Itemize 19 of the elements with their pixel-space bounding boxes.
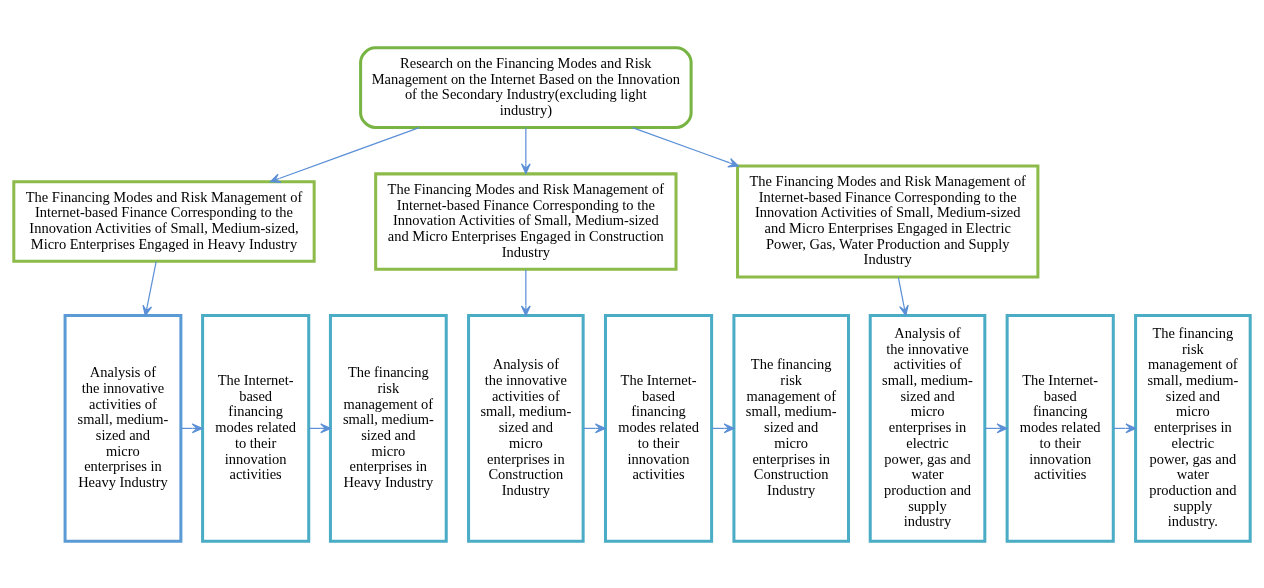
arrow — [142, 260, 157, 316]
node-box: Research on the Financing Modes and Risk Management on the Internet Based on the Innovation of the Secondary Industry(excluding light industry) — [359, 45, 693, 129]
node-box: Analysis of the innovative activities of small, medium-sized and micro enterprises in Construction Industry — [467, 313, 585, 543]
arrow — [897, 276, 909, 316]
arrow — [520, 126, 531, 174]
arrow — [631, 126, 739, 167]
node-box: The Financing Modes and Risk Management of Internet-based Finance Corresponding to the Innovation Activities of Small, Medium-sized and Micro Enterprises Engaged in Electric Power, Gas, Water Production and Supply Industry — [736, 164, 1040, 278]
arrow — [269, 126, 420, 183]
node-box: The Financing Modes and Risk Management of Internet-based Finance Corresponding to the Innovation Activities of Small, Medium-sized, Micro Enterprises Engaged in Heavy Industry — [12, 179, 316, 263]
node-box: Analysis of the innovative activities of small, medium-sized and micro enterprises in electric power, gas and water production and supply industry — [868, 313, 987, 543]
node-box: Analysis of the innovative activities of small, medium-sized and micro enterprises in Heavy Industry — [63, 313, 183, 543]
node-box: The Internet-based financing modes related to their innovation activities — [1005, 313, 1115, 543]
node-box: The Financing Modes and Risk Management of Internet-based Finance Corresponding to the Innovation Activities of Small, Medium-sized and Micro Enterprises Engaged in Construction Industry — [374, 171, 678, 271]
arrow — [520, 268, 531, 316]
node-box: The financing risk management of small, medium-sized and micro enterprises in Construction Industry — [732, 313, 851, 543]
node-box: The financing risk management of small, medium-sized and micro enterprises in Heavy Industry — [328, 313, 448, 543]
node-box: The Internet-based financing modes related to their innovation activities — [603, 313, 714, 543]
node-box: The Internet-based financing modes related to their innovation activities — [201, 313, 311, 543]
node-box: The financing risk management of small, medium-sized and micro enterprises in electric power, gas and water production and supply industry. — [1134, 313, 1252, 543]
